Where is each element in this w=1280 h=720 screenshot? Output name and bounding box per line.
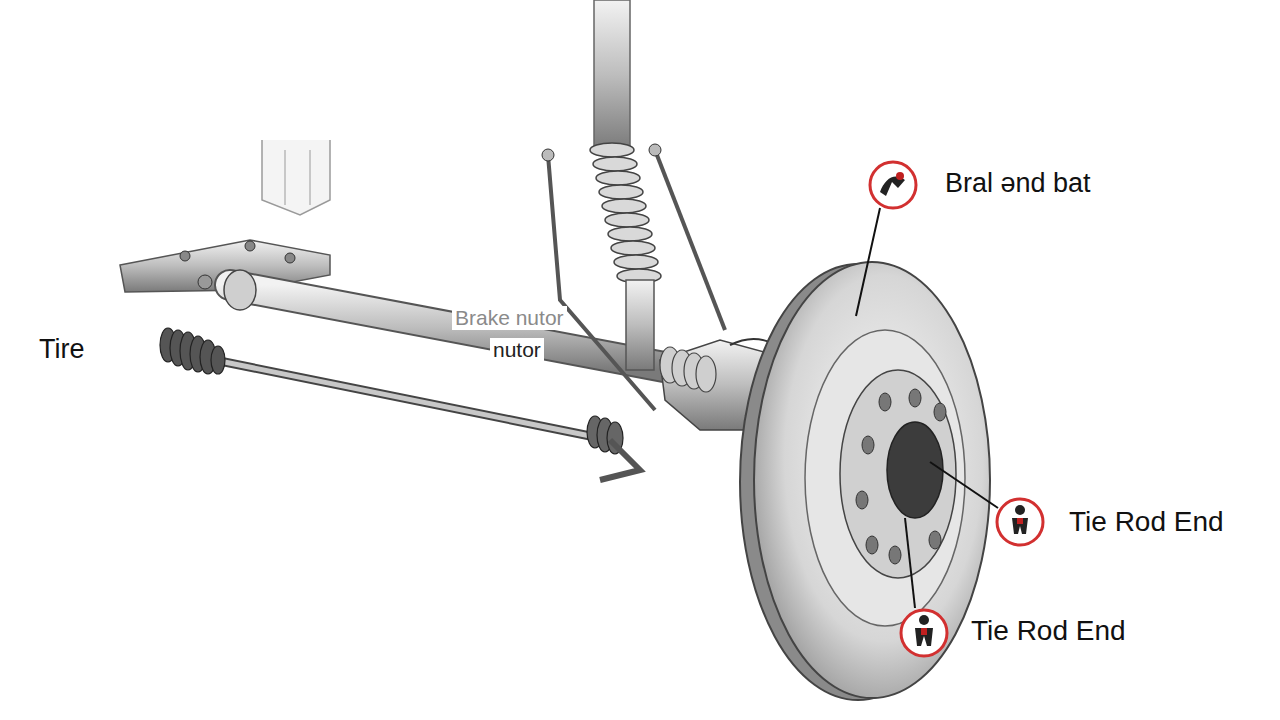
hub-bore xyxy=(887,422,943,518)
part-label: Bral ənd bat xyxy=(942,168,1094,199)
lug-hole xyxy=(856,389,946,564)
strut-rod xyxy=(594,0,630,150)
part-label: Tire xyxy=(36,334,88,365)
brake-rotor xyxy=(754,262,990,698)
mount-bracket xyxy=(285,150,310,205)
knuckle-coil xyxy=(660,347,716,392)
tie-rod-boot xyxy=(160,328,225,374)
leader-line xyxy=(856,208,880,316)
part-label: Tie Rod End xyxy=(1066,506,1227,538)
brake-line xyxy=(548,155,655,410)
part-label: nutor xyxy=(490,338,544,362)
wheel-hub xyxy=(840,370,956,578)
sway-link xyxy=(655,150,725,330)
part-label: Brake nutor xyxy=(452,306,567,330)
tie-rod-end xyxy=(600,440,640,480)
rod-end xyxy=(542,149,554,161)
strut-body xyxy=(626,280,654,370)
bolt xyxy=(245,241,255,251)
mount-bracket xyxy=(262,140,330,215)
warning-icon xyxy=(870,162,916,208)
mechanic-icon xyxy=(901,610,947,656)
tie-rod xyxy=(175,352,610,440)
rotor-hat xyxy=(805,330,965,626)
spring-boot xyxy=(590,143,661,283)
bolt xyxy=(198,275,212,289)
control-arm xyxy=(230,285,680,370)
control-arm xyxy=(230,285,680,370)
tie-rod xyxy=(175,352,610,440)
bolt xyxy=(285,253,295,263)
leader-line xyxy=(905,518,915,608)
part-label: Tie Rod End xyxy=(968,615,1129,647)
bushing xyxy=(224,270,256,310)
mechanic-icon xyxy=(997,499,1043,545)
rod-end xyxy=(649,144,661,156)
bolt xyxy=(180,251,190,261)
leader-line xyxy=(930,462,998,508)
